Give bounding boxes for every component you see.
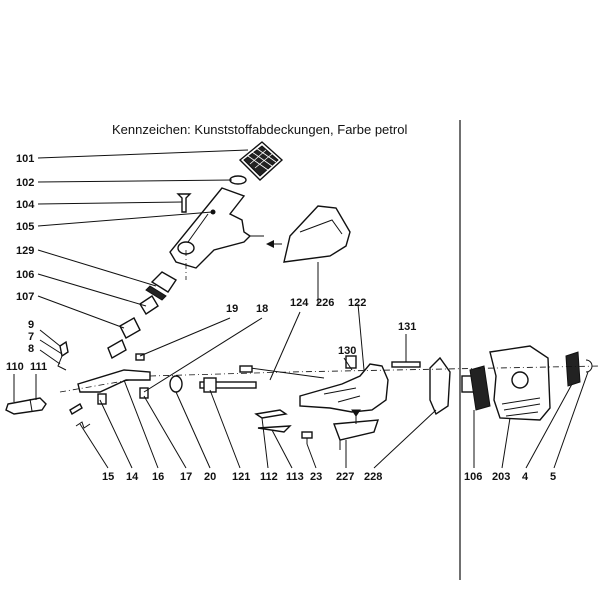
label-124: 124 bbox=[290, 297, 309, 309]
label-104: 104 bbox=[16, 199, 35, 211]
assembly-axis bbox=[59, 365, 600, 393]
part-16-arm bbox=[69, 369, 151, 415]
label-226: 226 bbox=[316, 297, 334, 309]
label-107: 107 bbox=[16, 291, 34, 303]
label-105: 105 bbox=[16, 221, 34, 233]
part-17-20-bushing bbox=[169, 375, 183, 393]
label-122: 122 bbox=[348, 297, 366, 309]
label-9: 9 bbox=[28, 319, 34, 331]
label-106-lower: 106 bbox=[464, 471, 482, 483]
part-4-gear bbox=[565, 351, 581, 387]
part-106-spring bbox=[139, 295, 159, 315]
label-23: 23 bbox=[310, 471, 322, 483]
part-5-clip bbox=[585, 359, 593, 373]
part-129-collar bbox=[145, 271, 177, 301]
label-131: 131 bbox=[398, 321, 416, 333]
part-pin-small bbox=[107, 338, 127, 360]
label-20: 20 bbox=[204, 471, 216, 483]
label-130: 130 bbox=[338, 345, 356, 357]
label-112: 112 bbox=[260, 471, 278, 483]
part-122-130-housing bbox=[299, 355, 389, 413]
part-102-washer bbox=[229, 175, 247, 185]
label-228: 228 bbox=[364, 471, 382, 483]
label-4: 4 bbox=[522, 471, 529, 483]
direction-arrow bbox=[351, 409, 361, 424]
label-19: 19 bbox=[226, 303, 238, 315]
part-106-bearing bbox=[461, 365, 491, 411]
part-203-motor-housing bbox=[489, 345, 551, 421]
label-110: 110 bbox=[6, 361, 24, 373]
label-111: 111 bbox=[30, 361, 47, 373]
diagram-caption: Kennzeichen: Kunststoffabdeckungen, Farb… bbox=[112, 122, 408, 137]
label-17: 17 bbox=[180, 471, 192, 483]
part-131-pin bbox=[391, 361, 421, 368]
label-203: 203 bbox=[492, 471, 510, 483]
label-15: 15 bbox=[102, 471, 114, 483]
label-102: 102 bbox=[16, 177, 34, 189]
part-15-spring bbox=[75, 421, 91, 429]
part-104-screw bbox=[176, 193, 192, 213]
part-9-7-8-clip bbox=[57, 340, 69, 371]
part-226-plastic-cover bbox=[266, 205, 351, 263]
label-227: 227 bbox=[336, 471, 354, 483]
label-106-upper: 106 bbox=[16, 269, 34, 281]
label-16: 16 bbox=[152, 471, 164, 483]
part-112-113-plates bbox=[254, 409, 292, 433]
label-7: 7 bbox=[28, 331, 34, 343]
part-228-cover-plate bbox=[429, 356, 451, 416]
part-124-rod bbox=[239, 365, 325, 379]
label-121: 121 bbox=[232, 471, 250, 483]
part-101-knurled-knob bbox=[238, 141, 284, 181]
label-8: 8 bbox=[28, 343, 34, 355]
leader-lines bbox=[13, 149, 589, 469]
label-14: 14 bbox=[126, 471, 139, 483]
label-129: 129 bbox=[16, 245, 34, 257]
label-101: 101 bbox=[16, 153, 34, 165]
part-105-handle-body bbox=[169, 187, 264, 269]
part-110-111-grip bbox=[5, 397, 47, 415]
part-227-bracket bbox=[333, 419, 380, 450]
label-18: 18 bbox=[256, 303, 268, 315]
part-121-shaft bbox=[199, 377, 257, 393]
label-113: 113 bbox=[286, 471, 304, 483]
label-5: 5 bbox=[550, 471, 556, 483]
part-23-nut bbox=[301, 431, 313, 444]
part-19-18-clips bbox=[135, 353, 149, 399]
part-107-ring bbox=[119, 317, 141, 339]
